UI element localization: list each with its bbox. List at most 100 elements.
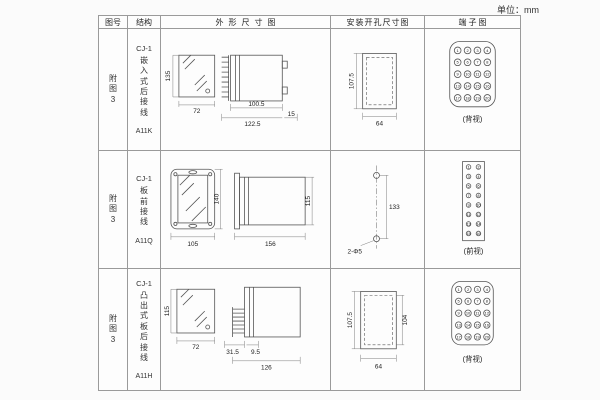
terminal-circle [483, 58, 492, 66]
header-label: 外形尺寸图 [215, 17, 281, 27]
hole-spec-label: 2-Φ5 [348, 248, 363, 255]
terminal-number: 13 [455, 83, 460, 88]
terminal-circle [473, 320, 482, 329]
terminal-circle [483, 332, 491, 340]
terminal-circle [465, 182, 472, 189]
terminal-number: 10 [466, 310, 471, 315]
fig-cell-row1: 附图3 [99, 29, 128, 151]
terminal-strip-outline [462, 160, 485, 241]
dim-pin-width: 9.5 [251, 348, 260, 355]
terminal-number: 12 [485, 310, 489, 315]
mounting-cell-row3: 107.5 104 64 [331, 269, 425, 391]
header-terminal: 端子图 [425, 16, 521, 29]
terminal-circle [465, 220, 472, 227]
structure-label: 凸出式板后接线 [140, 290, 148, 362]
terminal-block-outline [449, 40, 496, 107]
terminal-circle [483, 81, 492, 90]
outline-drawing-a11k: 135 72 [165, 54, 298, 127]
mounting-drawing-a11q: 133 2-Φ5 [348, 164, 400, 255]
terminal-circle [475, 192, 482, 198]
dim-width: 72 [192, 343, 200, 350]
terminal-number: 2 [467, 286, 469, 291]
fig-cell-row3: 附图3 [99, 269, 128, 391]
terminal-number: 7 [476, 298, 478, 303]
dim-hole-pitch: 133 [389, 204, 400, 211]
dim-height: 140 [214, 193, 221, 204]
dim-body: 100.5 [248, 100, 265, 107]
outline-cell-row3: 115 72 31.5 [161, 269, 331, 391]
dim-length: 126 [261, 364, 272, 371]
terminal-circle [473, 297, 482, 305]
terminal-circle [475, 201, 482, 208]
dim-cutout-width: 64 [375, 363, 383, 370]
dim-width: 105 [187, 240, 198, 247]
terminal-number: 8 [486, 59, 489, 64]
fig-number: 附图3 [109, 73, 117, 104]
terminal-number: 16 [476, 230, 481, 235]
terminal-number: 11 [466, 211, 470, 216]
terminal-number: 12 [485, 71, 489, 76]
terminal-circle [483, 46, 492, 54]
terminal-circle [483, 69, 492, 78]
terminal-number: 19 [475, 334, 479, 339]
terminal-number: 5 [467, 183, 470, 188]
terminal-circle [464, 297, 472, 305]
terminal-circle [453, 69, 462, 78]
terminal-number: 16 [485, 83, 490, 88]
side-view [234, 172, 306, 229]
dim-side-height: 115 [305, 195, 312, 206]
dimension-lines [221, 103, 298, 121]
terminal-circle [463, 81, 472, 90]
model-label: A11H [135, 373, 153, 381]
terminal-number: 2 [466, 47, 468, 52]
terminal-circle [475, 211, 482, 217]
structure-label: 嵌入式后接线 [140, 55, 148, 117]
terminal-number: 12 [476, 211, 480, 216]
terminal-number: 20 [485, 334, 490, 339]
structure-cell-row1: CJ-1 嵌入式后接线 A11K [128, 29, 161, 151]
terminal-number: 9 [457, 71, 459, 76]
terminal-circle [455, 285, 463, 293]
header-label: 端子图 [458, 17, 489, 27]
terminal-circle [463, 69, 472, 78]
mounting-drawing-a11k: 107.5 64 [349, 52, 397, 127]
terminal-circle [473, 81, 482, 90]
terminal-number: 16 [485, 322, 490, 327]
terminal-number: 15 [466, 230, 471, 235]
terminal-number: 17 [455, 95, 459, 100]
terminal-number: 1 [458, 286, 460, 291]
dim-pin-length: 31.5 [226, 348, 239, 355]
terminal-number: 20 [485, 95, 490, 100]
terminal-number: 1 [467, 164, 469, 169]
terminal-circle [463, 46, 472, 54]
terminal-number: 4 [477, 173, 480, 178]
dimension-lines [224, 340, 301, 364]
terminal-circle [483, 309, 491, 317]
terminal-circle [473, 309, 482, 317]
fig-number: 附图3 [109, 193, 117, 224]
terminal-number: 4 [486, 286, 489, 291]
terminal-circle [453, 81, 462, 90]
dimension-lines [351, 290, 405, 362]
terminal-circle [465, 230, 472, 236]
front-view [170, 168, 216, 229]
front-view [176, 288, 216, 333]
dimension-lines [172, 54, 215, 107]
outline-drawing-a11q: 140 105 156 115 [170, 168, 315, 247]
terminal-number: 17 [456, 334, 460, 339]
view-label: (背视) [463, 113, 483, 123]
header-mounting: 安装开孔尺寸图 [331, 16, 425, 29]
terminal-circle [463, 93, 472, 102]
series-label: CJ-1 [136, 174, 152, 184]
outline-cell-row1: 135 72 [161, 29, 331, 151]
dimension-lines [353, 52, 397, 120]
terminal-circle [464, 332, 472, 340]
terminal-circle [473, 332, 482, 340]
terminal-number: 6 [466, 59, 469, 64]
dimension-lines [234, 176, 315, 240]
